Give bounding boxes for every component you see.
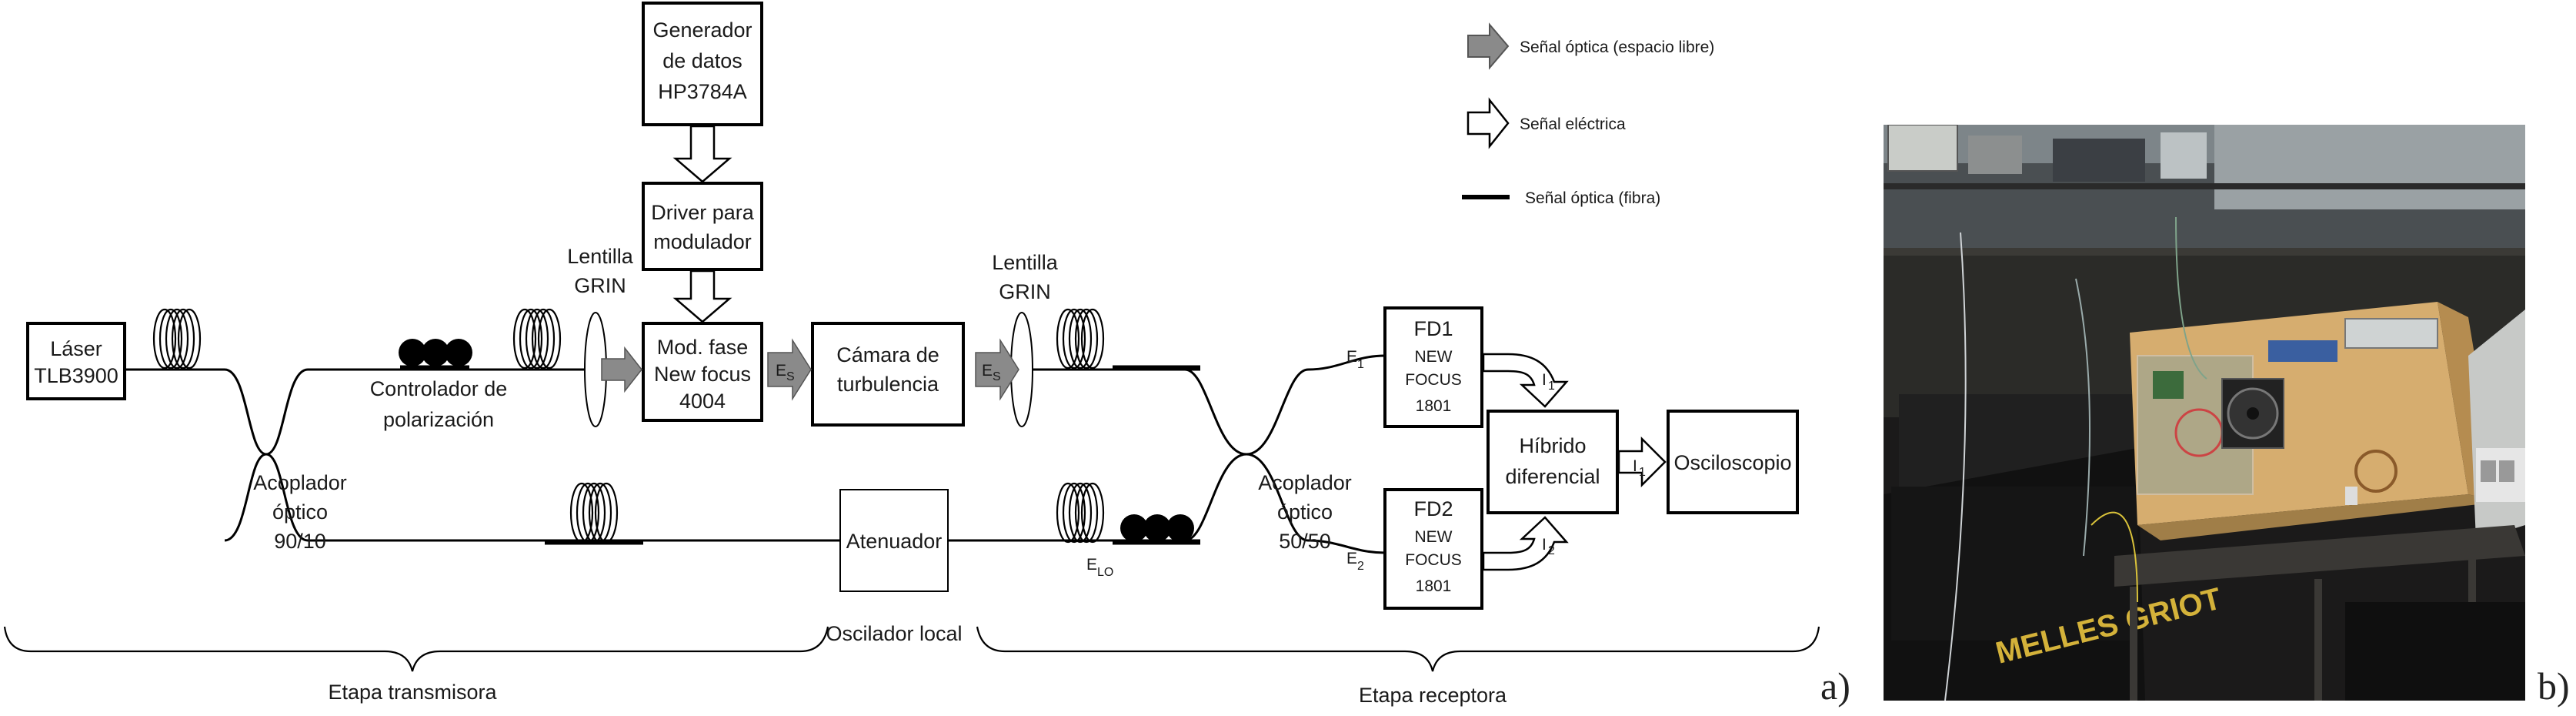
driver-box [642,182,763,271]
setup-diagram: Señal óptica (espacio libre) Señal eléct… [3,2,1820,707]
fd2-line-1: FD2 [1413,497,1453,520]
es-label-2: E [982,362,993,380]
electrical-arrow-hybrid-scope [1617,436,1667,488]
attenuator-label: Atenuador [846,530,943,553]
legend: Señal óptica (espacio libre) Señal eléct… [1462,22,1714,207]
elo-sub: LO [1097,566,1113,579]
rx-stage-brace [976,626,1820,672]
legend-fiber: Señal óptica (fibra) [1525,189,1660,207]
legend-free-space: Señal óptica (espacio libre) [1520,38,1714,56]
e1-label: E [1346,348,1357,366]
e2-sub: 2 [1357,560,1364,573]
coupler-9010-line-1: Acoplador [253,471,347,494]
legend-electrical: Señal eléctrica [1520,115,1626,133]
data-gen-line-3: HP3784A [658,80,747,103]
e2-label: E [1346,550,1357,567]
hybrid-line-2: diferencial [1505,465,1600,488]
lab-setup-photo: MELLES GRIOT [1884,125,2525,701]
fiber-coil-laser [152,308,202,370]
i2-sub: 2 [1548,544,1555,557]
fd1-line-2: NEW [1415,348,1453,366]
es-sub-2: S [993,370,1001,383]
tx-stage-label: Etapa transmisora [328,681,497,704]
fiber-coil-pol [512,308,562,370]
grin-right-line-2: GRIN [999,280,1051,303]
grin-left-line-1: Lentilla [567,245,634,268]
attenuator-box [839,489,949,592]
electrical-arrow-driver-mod [672,269,732,323]
electrical-arrow-fd1-hybrid [1482,353,1569,408]
coupler-9010-line-2: óptico [272,500,328,524]
polarization-controller [399,339,472,366]
e1-sub: 1 [1357,358,1364,371]
free-space-arrow-icon [1467,22,1510,70]
fd2-line-3: FOCUS [1405,551,1462,569]
electrical-arrow-fd2-hybrid [1482,516,1569,571]
fd1-box [1383,306,1483,428]
laser-box [26,322,126,400]
coupler-5050-line-1: Acoplador [1258,471,1352,494]
electrical-arrow-gen-driver [672,125,732,183]
i1-sub: 1 [1548,380,1555,393]
pol-controller-line-2: polarización [383,408,494,431]
turbulence-line-2: turbulencia [837,373,939,396]
fiber-coil-rx [1056,308,1105,370]
fiber-coil-lo [569,482,619,544]
data-generator-box [642,2,763,126]
oscilloscope-label: Osciloscopio [1673,451,1791,474]
fiber-network [123,354,1386,554]
free-space-arrow-mod-chamber [767,338,812,401]
differential-hybrid-box [1487,410,1619,514]
fd1-line-1: FD1 [1413,317,1453,340]
fd2-line-4: 1801 [1416,577,1452,595]
es-sub-1: S [786,370,795,383]
modulator-line-3: 4004 [679,390,726,413]
i1-label: I [1542,371,1547,389]
grin-right-line-1: Lentilla [992,251,1059,274]
data-gen-line-1: Generador [652,18,752,42]
free-space-arrow-lens-mod [601,346,642,393]
oscilloscope-box [1667,410,1799,514]
modulator-line-1: Mod. fase [657,336,749,359]
i1-out-label: I [1633,457,1637,475]
fd2-box [1383,488,1483,610]
i1-out-sub: 1 [1639,466,1646,479]
driver-line-1: Driver para [651,201,755,224]
polarization-controller-lo [1120,514,1194,542]
modulator-box [642,322,763,422]
turbulence-line-1: Cámara de [836,343,939,366]
es-label-1: E [776,362,786,380]
pol-controller-line-1: Controlador de [370,377,508,400]
laser-line-1: Láser [50,337,102,360]
hybrid-line-1: Híbrido [1519,434,1586,457]
coupler-5050-line-2: óptico [1277,500,1333,524]
lab-photo-illustration: MELLES GRIOT [1884,125,2525,701]
modulator-line-2: New focus [654,363,751,386]
turbulence-chamber-box [811,322,965,427]
fiber-coil-lo-rx [1056,482,1105,544]
fd1-line-3: FOCUS [1405,371,1462,389]
free-space-arrow-chamber-lens [975,338,1019,401]
electrical-arrow-icon [1467,97,1510,149]
elo-label: E [1086,556,1097,574]
driver-line-2: modulador [653,230,752,253]
coupler-9010-line-3: 90/10 [274,530,326,553]
fd2-line-2: NEW [1415,528,1453,546]
coupler-5050-line-3: 50/50 [1279,530,1331,553]
grin-left-line-2: GRIN [574,274,626,297]
local-oscillator-label: Oscilador local [826,622,962,645]
laser-line-2: TLB3900 [34,364,118,387]
fd1-line-4: 1801 [1416,397,1452,415]
panel-label-b: b) [2538,664,2570,708]
panel-label-a: a) [1820,664,1850,708]
rx-stage-label: Etapa receptora [1359,684,1507,707]
data-gen-line-2: de datos [662,49,742,72]
tx-stage-brace [3,626,829,672]
i2-label: I [1542,536,1547,554]
